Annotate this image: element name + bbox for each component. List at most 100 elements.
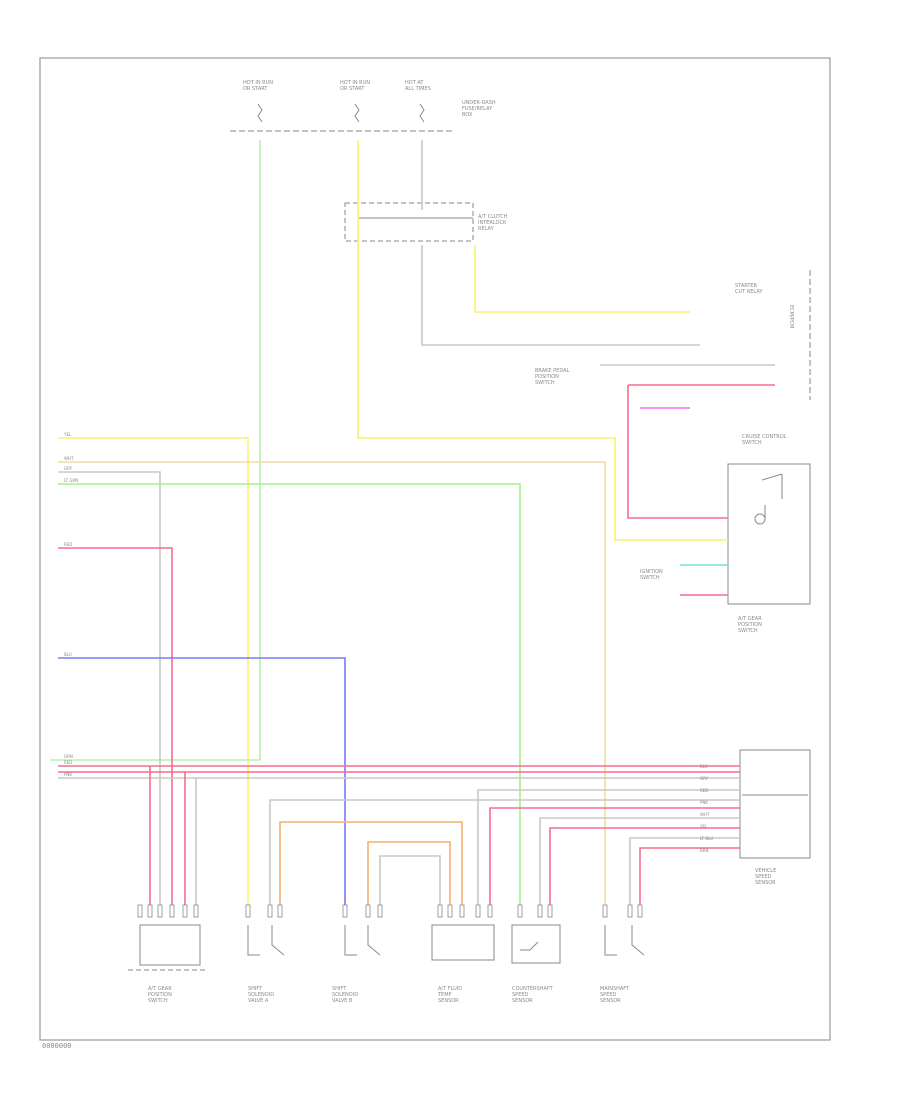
fuse-mid-icon bbox=[354, 103, 360, 123]
wire-red-left bbox=[58, 547, 173, 905]
label-line: ALL TIMES bbox=[405, 86, 431, 92]
left-label-1: WHT bbox=[64, 456, 74, 461]
label-line: BOX bbox=[462, 112, 473, 118]
label-line: INTERLOCK bbox=[478, 220, 507, 226]
connector-pin bbox=[475, 904, 481, 918]
connector-pin bbox=[267, 904, 273, 918]
conn-label-7: BRN bbox=[700, 848, 709, 853]
label-line: SWITCH bbox=[738, 628, 758, 634]
label-line: POSITION bbox=[148, 992, 172, 998]
label-line: CUT RELAY bbox=[735, 289, 763, 295]
page-code: 0000000 bbox=[42, 1042, 72, 1050]
label-line: SWITCH bbox=[742, 440, 762, 446]
connector-pin bbox=[437, 904, 443, 918]
wire-red-ms bbox=[639, 847, 740, 905]
ecm-label: ECM/PCM bbox=[788, 305, 794, 328]
wire-green-left bbox=[58, 483, 521, 905]
connector-pin bbox=[245, 904, 251, 918]
label-line: SOLENOID bbox=[332, 992, 358, 998]
label-line: VALVE A bbox=[248, 998, 269, 1004]
wire-red-cruise bbox=[627, 385, 728, 519]
wire-orange-ssvb bbox=[367, 841, 451, 905]
label-line: SPEED bbox=[600, 992, 617, 998]
wire-gray-ssvb bbox=[379, 855, 441, 905]
connector-pin bbox=[547, 904, 553, 918]
connector-pin bbox=[537, 904, 543, 918]
wire-gray-temp bbox=[477, 789, 740, 905]
label-line: FUSE/RELAY bbox=[462, 106, 493, 112]
connector-pin bbox=[637, 904, 643, 918]
wire-gray-left bbox=[58, 471, 161, 905]
connector-pin bbox=[627, 904, 633, 918]
connector-pin bbox=[447, 904, 453, 918]
connector-pin bbox=[517, 904, 523, 918]
label-line: SOLENOID bbox=[248, 992, 274, 998]
left-label-5: BLU bbox=[64, 652, 72, 657]
label-line: RELAY bbox=[478, 226, 495, 232]
conn-label-0: BLK bbox=[700, 764, 708, 769]
diagram-frame bbox=[39, 57, 831, 1041]
connector-pin bbox=[487, 904, 493, 918]
fuse-right-icon bbox=[419, 103, 425, 123]
connector-pin bbox=[193, 904, 199, 918]
connector-pin bbox=[277, 904, 283, 918]
connector-pin bbox=[377, 904, 383, 918]
conn-label-2: RED bbox=[700, 788, 708, 793]
label-line: OR START bbox=[243, 86, 268, 92]
left-label-4: RED bbox=[64, 542, 72, 547]
left-label-6: GRN bbox=[64, 754, 73, 759]
conn-label-3: PNK bbox=[700, 800, 708, 805]
connector-pin bbox=[602, 904, 608, 918]
connector-pin bbox=[157, 904, 163, 918]
conn-label-4: WHT bbox=[700, 812, 710, 817]
wire-gray-ssva bbox=[269, 799, 740, 905]
label-line: SWITCH bbox=[640, 575, 660, 581]
connector-pin bbox=[147, 904, 153, 918]
wire-orange-ssva bbox=[279, 821, 463, 905]
label-line: SWITCH bbox=[148, 998, 168, 1004]
label-line: SENSOR bbox=[600, 998, 621, 1004]
label-line: SENSOR bbox=[755, 880, 776, 886]
label-line: SPEED bbox=[755, 874, 772, 880]
connector-pin bbox=[169, 904, 175, 918]
label-line: SPEED bbox=[512, 992, 529, 998]
left-label-8: PNK bbox=[64, 772, 72, 777]
label-line: VALVE B bbox=[332, 998, 353, 1004]
left-label-7: RED bbox=[64, 760, 72, 765]
label-line: SENSOR bbox=[512, 998, 533, 1004]
conn-label-5: YEL bbox=[699, 824, 708, 829]
wire-gray-cs bbox=[539, 817, 740, 905]
wire-red-cs bbox=[549, 827, 740, 905]
label-line: POSITION bbox=[738, 622, 762, 628]
fuse-left-icon bbox=[257, 103, 263, 123]
connector-pin bbox=[459, 904, 465, 918]
connector-pin bbox=[342, 904, 348, 918]
